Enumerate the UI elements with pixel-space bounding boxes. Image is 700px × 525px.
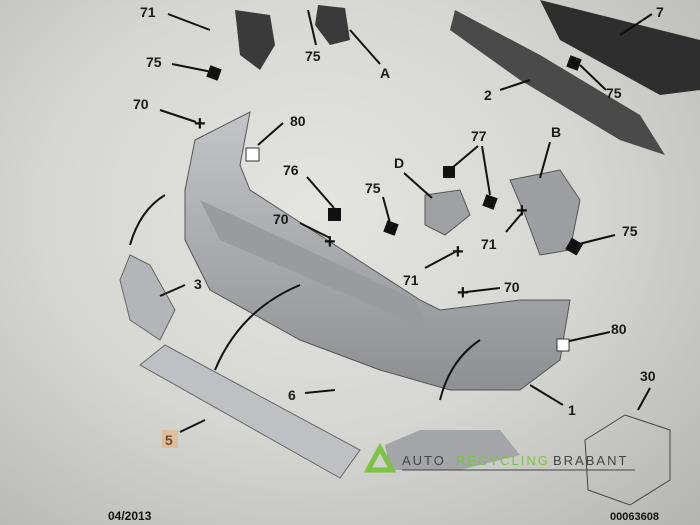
label: D <box>394 155 404 171</box>
watermark-logo: AUTO RECYCLING BRABANT <box>363 442 635 473</box>
label: 76 <box>283 162 299 178</box>
bracket-D <box>424 189 471 236</box>
label: 2 <box>484 87 492 103</box>
bracket-parts-top <box>235 0 700 155</box>
part-5-strip <box>139 344 361 479</box>
label: 75 <box>365 180 381 196</box>
svg-text:+: + <box>452 241 464 263</box>
label: B <box>551 124 561 140</box>
footer-date: 04/2013 <box>108 509 152 523</box>
label: 70 <box>133 96 149 112</box>
label: 80 <box>611 321 627 337</box>
label: 1 <box>568 402 576 418</box>
label: 70 <box>504 279 520 295</box>
label: 70 <box>273 211 289 227</box>
label: 3 <box>194 276 202 292</box>
part-3 <box>119 254 176 341</box>
label: 7 <box>656 4 664 20</box>
label: 6 <box>288 387 296 403</box>
svg-text:+: + <box>457 282 469 304</box>
svg-text:+: + <box>516 200 528 222</box>
part-lower <box>385 430 520 470</box>
part-30 <box>584 414 671 506</box>
label: 75 <box>305 48 321 64</box>
label: 30 <box>640 368 656 384</box>
label: 71 <box>403 272 419 288</box>
part-labels: 71 75 75 A 7 2 75 70 80 77 B 76 D 75 70 … <box>133 4 664 448</box>
svg-text:RECYCLING: RECYCLING <box>456 453 550 468</box>
svg-text:+: + <box>194 113 206 135</box>
rear-bumper <box>184 111 571 391</box>
label: 75 <box>606 85 622 101</box>
svg-text:+: + <box>324 231 336 253</box>
footer-ref: 00063608 <box>610 511 659 523</box>
svg-text:AUTO: AUTO <box>402 453 446 468</box>
label: 71 <box>140 4 156 20</box>
label: 75 <box>622 223 638 239</box>
fastener-markers: + + + + + <box>194 55 584 352</box>
label: A <box>380 65 390 81</box>
label: 5 <box>165 432 173 448</box>
leader-lines <box>129 9 653 433</box>
label: 80 <box>290 113 306 129</box>
label: 75 <box>146 54 162 70</box>
label: 71 <box>481 236 497 252</box>
svg-text:BRABANT: BRABANT <box>553 453 628 468</box>
label: 77 <box>471 128 487 144</box>
